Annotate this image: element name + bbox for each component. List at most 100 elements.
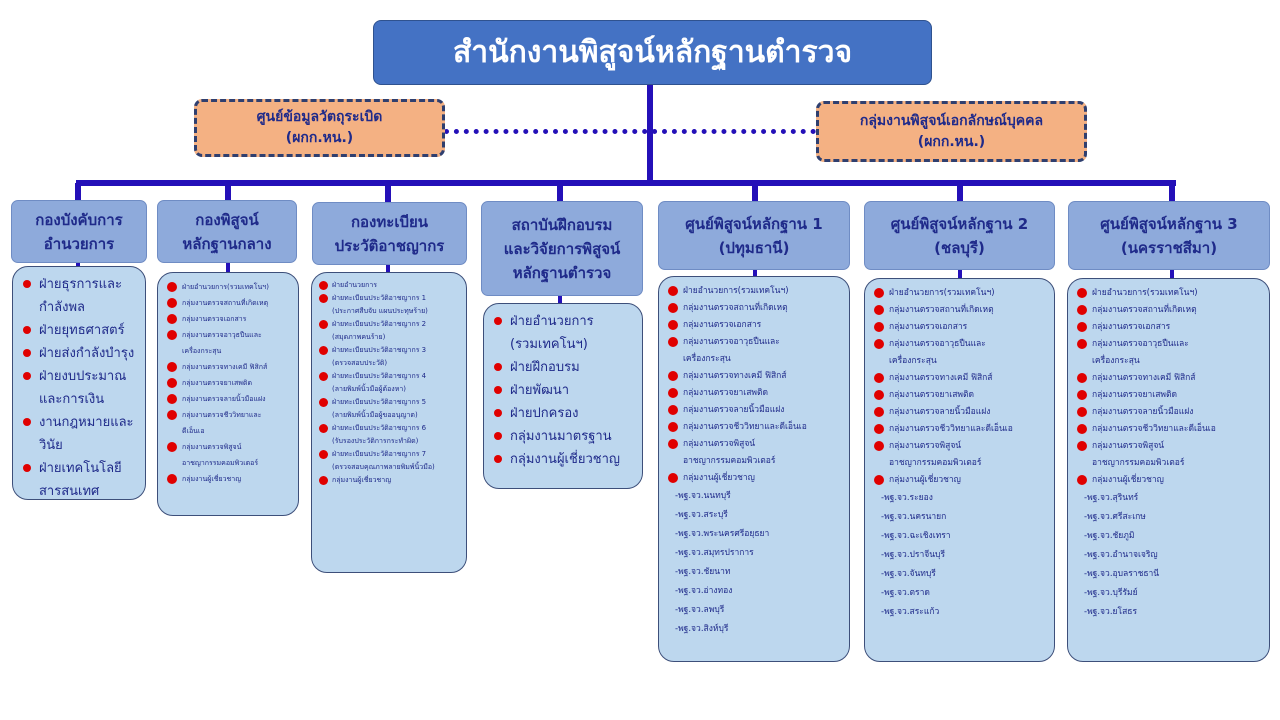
sub-unit-list: ฝ่ายอำนวยการ(รวมเทคโนฯ)กลุ่มงานตรวจสถานท… [1067,278,1270,662]
province-item: -พฐ.จว.ฉะเชิงเทรา [881,531,951,541]
list-item-line: งานกฎหมายและ [39,415,134,430]
org-title: สำนักงานพิสูจน์หลักฐานตำรวจ [373,20,932,85]
list-item-line: วินัย [39,438,63,453]
list-item-line: กำลังพล [39,300,86,315]
list-item-text: กลุ่มงานตรวจเอกสาร [683,317,761,334]
province-item: -พฐ.จว.อำนาจเจริญ [1084,550,1158,560]
list-item: กลุ่มงานตรวจอาวุธปืนและเครื่องกระสุน [665,334,843,368]
bullet-icon [874,441,884,451]
list-item-line: กลุ่มงานตรวจอาวุธปืนและ [889,339,986,349]
bullet-icon [167,474,177,484]
connector-drop [226,263,230,272]
unit-header-line: (ปทุมธานี) [718,238,790,257]
list-item: ฝ่ายทะเบียนประวัติอาชญากร 4 (ลายพิมพ์นิ้ว… [318,370,460,396]
list-item-line: กลุ่มงานตรวจพิสูจน์ [182,443,242,451]
sub-unit-list: ฝ่ายอำนวยการฝ่ายทะเบียนประวัติอาชญากร 1(… [311,272,467,573]
bullet-icon [319,346,328,355]
list-item-text: กลุ่มงานตรวจยาเสพติด [889,387,974,404]
list-item-text: ฝ่ายทะเบียนประวัติอาชญากร 3(ตรวจสอบประวั… [332,344,426,370]
dotted-link-line [444,129,816,134]
list-item-line: ฝ่ายอำนวยการ(รวมเทคโนฯ) [889,288,995,298]
list-item-text: กลุ่มงานตรวจชีววิทยาและดีเอ็นเอ [889,421,1013,438]
list-item: ฝ่ายธุรการและกำลังพล [19,273,139,319]
sub-unit-list: ฝ่ายอำนวยการ(รวมเทคโนฯ)ฝ่ายฝึกอบรมฝ่ายพั… [483,303,643,489]
unit-header-line: ศูนย์พิสูจน์หลักฐาน 2 [890,214,1029,233]
province-item: -พฐ.จว.สุรินทร์ [1084,493,1139,503]
bullet-icon [23,372,31,380]
list-item-line: กลุ่มงานตรวจลายนิ้วมือแฝง [182,395,266,403]
list-item-text: ฝ่ายอำนวยการ(รวมเทคโนฯ) [1092,285,1198,302]
list-item: กลุ่มงานตรวจพิสูจน์อาชญากรรมคอมพิวเตอร์ [871,438,1048,472]
list-item: ฝ่ายทะเบียนประวัติอาชญากร 5(ลายพิมพ์นิ้ว… [318,396,460,422]
connector-drop [958,270,962,278]
list-item-text: กลุ่มงานตรวจสถานที่เกิดเหตุ [889,302,994,319]
list-item-line: ฝ่ายอำนวยการ(รวมเทคโนฯ) [683,286,789,296]
list-item: ฝ่ายอำนวยการ(รวมเทคโนฯ) [164,279,292,295]
unit-header-line: (นครราชสีมา) [1120,238,1218,257]
list-item: กลุ่มงานตรวจชีววิทยาและดีเอ็นเอ [1074,421,1263,438]
bullet-icon [23,280,31,288]
bullet-icon [874,424,884,434]
side-unit-left-name: ศูนย์ข้อมูลวัตถุระเบิด [256,109,383,125]
list-item: กลุ่มงานผู้เชี่ยวชาญ [490,448,636,471]
list-item-line: ฝ่ายธุรการและ [39,277,122,292]
list-item-line: อาชญากรรมคอมพิวเตอร์ [683,456,776,466]
bullet-icon [319,372,328,381]
unit-header: กองบังคับการอำนวยการ [11,200,147,263]
list-item: กลุ่มงานตรวจสถานที่เกิดเหตุ [164,295,292,311]
bullet-icon [167,330,177,340]
list-item-line: กลุ่มงานตรวจอาวุธปืนและ [683,337,780,347]
list-item-line: กลุ่มงานตรวจชีววิทยาและ [182,411,262,419]
list-item: กลุ่มงานตรวจเอกสาร [1074,319,1263,336]
list-item: กลุ่มงานตรวจเอกสาร [665,317,843,334]
list-item-line: กลุ่มงานผู้เชี่ยวชาญ [182,475,242,483]
province-item: -พฐ.จว.ระยอง [881,493,933,503]
list-item-line: ฝ่ายทะเบียนประวัติอาชญากร 4 [332,372,427,380]
list-item-text: กลุ่มงานตรวจสถานที่เกิดเหตุ [683,300,788,317]
connector-drop [386,265,390,272]
list-item: กลุ่มงานผู้เชี่ยวชาญ [665,470,843,487]
list-item: กลุ่มงานตรวจเอกสาร [871,319,1048,336]
list-item-text: กลุ่มงานตรวจยาเสพติด [683,385,768,402]
province-item: -พฐ.จว.นนทบุรี [675,491,731,501]
list-item-text: ฝ่ายงบประมาณและการเงิน [39,365,126,411]
connector-drop [558,296,562,303]
bullet-icon [668,337,678,347]
list-item: กลุ่มงานตรวจเอกสาร [164,311,292,327]
list-item-text: กลุ่มงานตรวจพิสูจน์อาชญากรรมคอมพิวเตอร์ [889,438,981,472]
list-item-text: กลุ่มงานตรวจอาวุธปืนและเครื่องกระสุน [1092,336,1189,370]
list-item-line: กลุ่มงานผู้เชี่ยวชาญ [889,475,961,485]
list-item: กลุ่มงานตรวจยาเสพติด [871,387,1048,404]
bullet-icon [1077,373,1087,383]
bullet-icon [874,390,884,400]
bullet-icon [319,294,328,303]
list-item-text: ฝ่ายเทคโนโลยีสารสนเทศ [39,457,122,503]
list-item-text: กลุ่มงานตรวจพิสูจน์อาชญากรรมคอมพิวเตอร์ [1092,438,1184,472]
list-item: กลุ่มงานตรวจทางเคมี ฟิสิกส์ [164,359,292,375]
province-item: -พฐ.จว.ชัยภูมิ [1084,531,1135,541]
list-item-line: กลุ่มงานตรวจลายนิ้วมือแฝง [1092,407,1194,417]
sub-unit-list: ฝ่ายธุรการและกำลังพลฝ่ายยุทธศาสตร์ฝ่ายส่… [12,266,146,500]
list-item-text: ฝ่ายฝึกอบรม [510,356,580,379]
bullet-icon [167,362,177,372]
list-item-line: (ลายพิมพ์นิ้วมือผู้ต้องหา) [332,385,406,393]
bullet-icon [167,410,177,420]
list-item-line: ดีเอ็นเอ [182,427,205,435]
list-item-line: กลุ่มงานตรวจพิสูจน์ [683,439,756,449]
unit-header-line: อำนวยการ [43,234,115,253]
list-item-line: ฝ่ายงบประมาณ [39,369,127,384]
list-item-text: กลุ่มงานผู้เชี่ยวชาญ [510,448,620,471]
list-item-text: กลุ่มงานผู้เชี่ยวชาญ [683,470,755,487]
list-item: ฝ่ายปกครอง [490,402,636,425]
list-item: กลุ่มงานตรวจอาวุธปืนและเครื่องกระสุน [164,327,292,359]
list-item-line: ฝ่ายอำนวยการ [510,314,594,329]
list-item-line: เครื่องกระสุน [683,354,731,364]
list-item-line: ฝ่ายอำนวยการ [332,281,378,289]
list-item-line: (สมุดภาพคนร้าย) [332,333,386,341]
list-item: กลุ่มงานตรวจชีววิทยาและดีเอ็นเอ [871,421,1048,438]
list-item-line: กลุ่มงานผู้เชี่ยวชาญ [683,473,755,483]
list-item-text: กลุ่มงานตรวจเอกสาร [182,311,246,327]
list-item-text: งานกฎหมายและวินัย [39,411,134,457]
unit-header-line: และวิจัยการพิสูจน์ [503,239,621,258]
list-item-line: (ลายพิมพ์นิ้วมือผู้ขออนุญาต) [332,411,418,419]
